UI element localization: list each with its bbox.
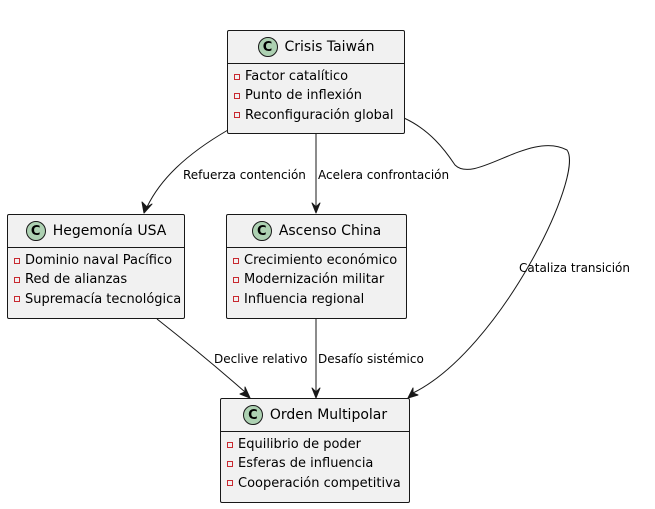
- private-visibility-icon: [14, 296, 20, 303]
- private-visibility-icon: [234, 92, 240, 99]
- class-icon: C: [251, 221, 272, 241]
- attribute-label: Reconfiguración global: [245, 107, 394, 123]
- edge-label-cataliza-transicion: Cataliza transición: [519, 261, 630, 275]
- attribute: Modernización militar: [233, 270, 400, 289]
- attribute-list: Crecimiento económico Modernización mili…: [227, 248, 406, 313]
- class-icon: C: [257, 37, 278, 57]
- private-visibility-icon: [227, 441, 233, 448]
- attribute: Factor catalítico: [234, 67, 398, 86]
- edge-label-desafio-sistemico: Desafío sistémico: [318, 352, 424, 366]
- attribute: Red de alianzas: [14, 270, 178, 289]
- class-box-orden-multipolar: C Orden Multipolar Equilibrio de poder E…: [220, 398, 410, 503]
- attribute-label: Dominio naval Pacífico: [25, 253, 173, 269]
- attribute-label: Crecimiento económico: [244, 253, 398, 269]
- class-box-hegemonia-usa: C Hegemonía USA Dominio naval Pacífico R…: [7, 214, 185, 319]
- class-header: C Ascenso China: [227, 215, 406, 248]
- edge-hegemonia-to-orden: [156, 318, 246, 393]
- edge-label-declive-relativo: Declive relativo: [214, 352, 308, 366]
- attribute-list: Dominio naval Pacífico Red de alianzas S…: [8, 248, 184, 313]
- class-name: Crisis Taiwán: [284, 39, 375, 55]
- edge-label-acelera-confrontacion: Acelera confrontación: [318, 168, 450, 182]
- attribute-list: Factor catalítico Punto de inflexión Rec…: [228, 64, 404, 129]
- attribute: Supremacía tecnológica: [14, 290, 182, 309]
- attribute-label: Esferas de influencia: [238, 456, 374, 472]
- arrowhead-orden-center: [311, 387, 321, 399]
- class-icon: C: [25, 221, 46, 241]
- private-visibility-icon: [234, 73, 240, 80]
- arrowhead-hegemonia: [141, 201, 153, 214]
- class-header: C Crisis Taiwán: [228, 31, 404, 64]
- attribute-label: Equilibrio de poder: [238, 437, 362, 453]
- attribute: Influencia regional: [233, 290, 400, 309]
- class-header: C Hegemonía USA: [8, 215, 184, 248]
- private-visibility-icon: [14, 276, 20, 283]
- private-visibility-icon: [233, 257, 239, 264]
- private-visibility-icon: [234, 112, 240, 119]
- attribute: Cooperación competitiva: [227, 474, 403, 493]
- class-name: Orden Multipolar: [269, 407, 388, 423]
- attribute-label: Cooperación competitiva: [238, 475, 401, 491]
- attribute-list: Equilibrio de poder Esferas de influenci…: [221, 432, 409, 497]
- attribute: Esferas de influencia: [227, 454, 403, 473]
- private-visibility-icon: [233, 276, 239, 283]
- attribute-label: Modernización militar: [244, 272, 385, 288]
- arrowhead-ascenso: [311, 202, 321, 214]
- edge-crisis-to-orden: [403, 117, 570, 394]
- class-name: Hegemonía USA: [52, 223, 167, 239]
- attribute: Reconfiguración global: [234, 106, 398, 125]
- private-visibility-icon: [227, 460, 233, 467]
- class-box-ascenso-china: C Ascenso China Crecimiento económico Mo…: [226, 214, 407, 319]
- private-visibility-icon: [227, 480, 233, 487]
- attribute-label: Influencia regional: [244, 291, 365, 307]
- private-visibility-icon: [14, 257, 20, 264]
- attribute: Punto de inflexión: [234, 86, 398, 105]
- attribute: Equilibrio de poder: [227, 435, 403, 454]
- attribute-label: Punto de inflexión: [245, 88, 362, 104]
- arrowhead-orden-right: [407, 387, 419, 399]
- attribute-label: Factor catalítico: [245, 69, 349, 85]
- attribute-label: Supremacía tecnológica: [25, 291, 182, 307]
- class-box-crisis-taiwan: C Crisis Taiwán Factor catalítico Punto …: [227, 30, 405, 134]
- attribute-label: Red de alianzas: [25, 272, 128, 288]
- edge-crisis-to-hegemonia: [146, 129, 229, 208]
- edge-label-refuerza-contencion: Refuerza contención: [183, 168, 306, 182]
- attribute: Dominio naval Pacífico: [14, 251, 178, 270]
- private-visibility-icon: [233, 296, 239, 303]
- class-icon: C: [242, 405, 263, 425]
- attribute: Crecimiento económico: [233, 251, 400, 270]
- arrowhead-orden-left: [239, 386, 251, 399]
- class-header: C Orden Multipolar: [221, 399, 409, 432]
- class-name: Ascenso China: [278, 223, 382, 239]
